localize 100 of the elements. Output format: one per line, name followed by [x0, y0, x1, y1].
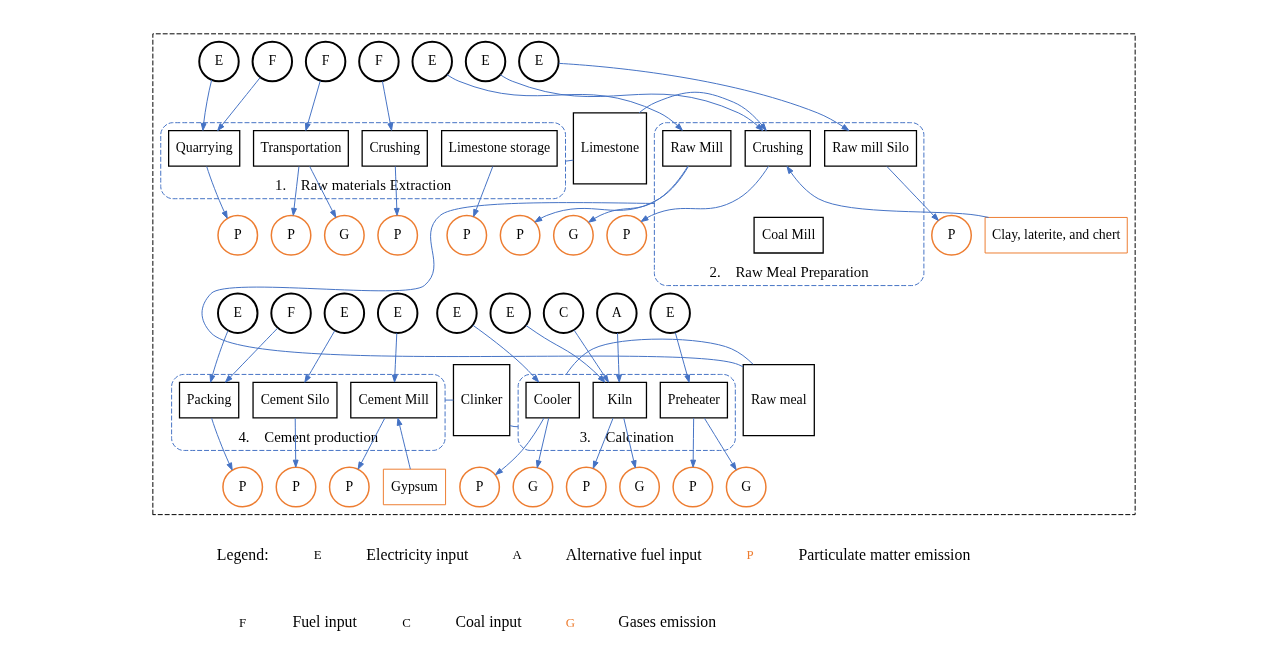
node-box: Crushing — [744, 129, 811, 167]
legend-label: Fuel input — [292, 612, 357, 630]
arrow — [446, 74, 683, 131]
arrow — [225, 327, 279, 383]
label: F — [239, 615, 247, 630]
node-circle: P — [565, 466, 607, 508]
arrow — [381, 80, 394, 131]
node-circle: F — [304, 40, 347, 83]
arrow — [525, 324, 606, 383]
connector — [509, 425, 519, 428]
arrow — [472, 324, 540, 383]
arrow — [292, 417, 299, 468]
arrow — [616, 332, 622, 383]
arrow — [391, 332, 398, 383]
node-box: Raw meal — [742, 363, 815, 437]
arrow — [206, 166, 228, 219]
arrow — [640, 165, 770, 223]
arrow — [638, 91, 767, 131]
arrow — [304, 80, 321, 131]
node-box: Clinker — [452, 363, 511, 437]
arrow — [558, 62, 850, 131]
arrow — [393, 166, 400, 216]
node-circle: E — [411, 40, 453, 83]
node-box: Clay, laterite, and chert — [984, 216, 1128, 254]
label: A — [512, 548, 522, 563]
node-box: Packing — [178, 381, 240, 419]
node-box: Limestone storage — [441, 129, 558, 167]
arrow — [495, 417, 545, 476]
label: P — [746, 548, 754, 563]
node-box: Kiln — [592, 381, 648, 419]
node-box: Preheater — [659, 381, 729, 419]
arrow — [573, 329, 609, 383]
connector — [444, 399, 454, 401]
node-circle: E — [376, 292, 419, 334]
connector — [201, 202, 744, 368]
arrow — [217, 77, 261, 132]
node-circle: F — [358, 40, 400, 83]
arrow — [396, 417, 411, 470]
node-box: Quarrying — [168, 129, 241, 167]
node-box: Raw mill Silo — [824, 129, 918, 167]
legend-label: Coal input — [455, 612, 522, 630]
arrow — [690, 417, 697, 468]
legend-label: Gases emission — [618, 612, 717, 630]
node-circle: P — [275, 466, 317, 508]
arrow — [291, 166, 300, 216]
arrow — [209, 330, 229, 383]
arrow — [357, 417, 386, 470]
node-circle: E — [518, 40, 560, 83]
arrow — [588, 165, 689, 223]
arrow — [211, 417, 233, 471]
arrow — [623, 417, 637, 469]
node-circle: E — [436, 292, 478, 334]
node-box: Transportation — [252, 129, 349, 167]
arrow — [499, 74, 764, 132]
arrow — [786, 166, 990, 218]
arrow — [200, 79, 213, 131]
legend-label: Particulate matter emission — [798, 545, 971, 563]
node-circle: P — [672, 466, 714, 508]
arrow — [309, 166, 337, 218]
legend-label: Alternative fuel input — [565, 545, 702, 563]
arrow — [473, 166, 494, 217]
node-circle: C — [542, 292, 585, 334]
arrow — [535, 417, 550, 469]
arrow — [304, 330, 336, 383]
arrow — [703, 417, 737, 471]
node-circle: F — [270, 292, 312, 334]
cluster — [152, 33, 1136, 516]
node-circle: P — [459, 466, 501, 508]
label: G — [565, 615, 576, 630]
node-box: Limestone — [572, 112, 648, 185]
node-circle: G — [619, 466, 661, 508]
node-box: Crushing — [361, 129, 428, 167]
node-circle: P — [217, 214, 259, 256]
connector — [565, 338, 754, 375]
node-circle: G — [552, 214, 594, 256]
node-circle: E — [198, 40, 240, 83]
node-circle: G — [725, 466, 767, 508]
legend-label: Electricity input — [366, 545, 469, 563]
node-circle: P — [328, 466, 370, 508]
arrow — [534, 165, 689, 223]
label: E — [313, 548, 322, 563]
node-circle: P — [377, 214, 419, 256]
node-box: Cooler — [525, 381, 580, 419]
node-circle: G — [323, 214, 365, 256]
node-box: Gypsum — [382, 468, 447, 506]
arrow — [674, 332, 691, 383]
node-circle: E — [464, 40, 507, 83]
arrow — [592, 417, 614, 469]
arrow — [886, 166, 939, 221]
node-circle: E — [323, 292, 366, 334]
node-circle: P — [270, 214, 312, 256]
label: C — [402, 615, 411, 630]
node-box: Cement Silo — [252, 381, 338, 419]
node-circle: E — [217, 292, 259, 334]
node-circle: F — [251, 40, 294, 83]
node-box: Cement Mill — [350, 381, 438, 419]
node-box: Raw Mill — [662, 129, 732, 167]
node-circle: E — [649, 292, 691, 334]
node-circle: G — [512, 466, 554, 508]
node-box: Coal Mill — [753, 216, 824, 254]
